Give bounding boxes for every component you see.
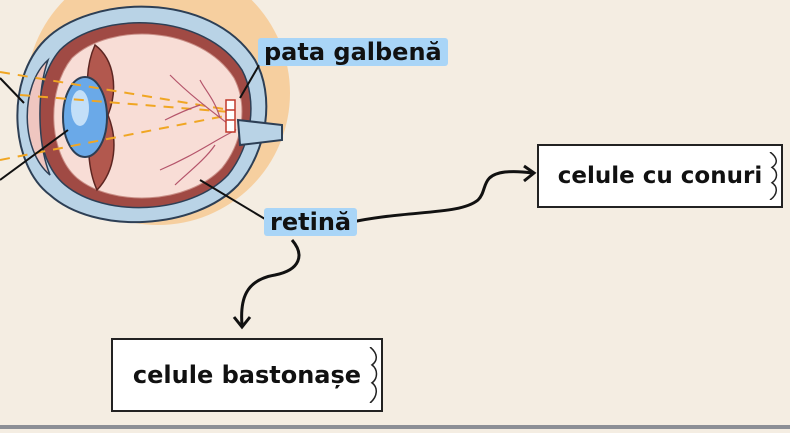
pointer-lines — [0, 59, 271, 223]
label-retina-text: retină — [264, 208, 358, 236]
label-retina: retină — [264, 208, 358, 236]
scroll-edge-icon — [769, 152, 778, 200]
arrow-to-cones — [351, 170, 533, 224]
lens-highlight — [71, 90, 89, 126]
arrow-to-rods — [240, 239, 301, 326]
label-macula: pata galbenă — [258, 38, 448, 66]
optic-nerve — [236, 118, 283, 147]
label-macula-text: pata galbenă — [258, 38, 448, 66]
card-cones: celule cu conuri — [537, 144, 783, 208]
arrow-head-cones — [523, 164, 537, 183]
card-rods: celule bastonașe — [111, 338, 383, 412]
card-cones-text: celule cu conuri — [557, 163, 763, 189]
bottom-bar — [0, 425, 790, 429]
scroll-edge-icon — [369, 347, 378, 403]
card-rods-text: celule bastonașe — [132, 361, 362, 389]
macula-marker — [225, 99, 236, 133]
arrow-head-rods — [232, 316, 252, 330]
